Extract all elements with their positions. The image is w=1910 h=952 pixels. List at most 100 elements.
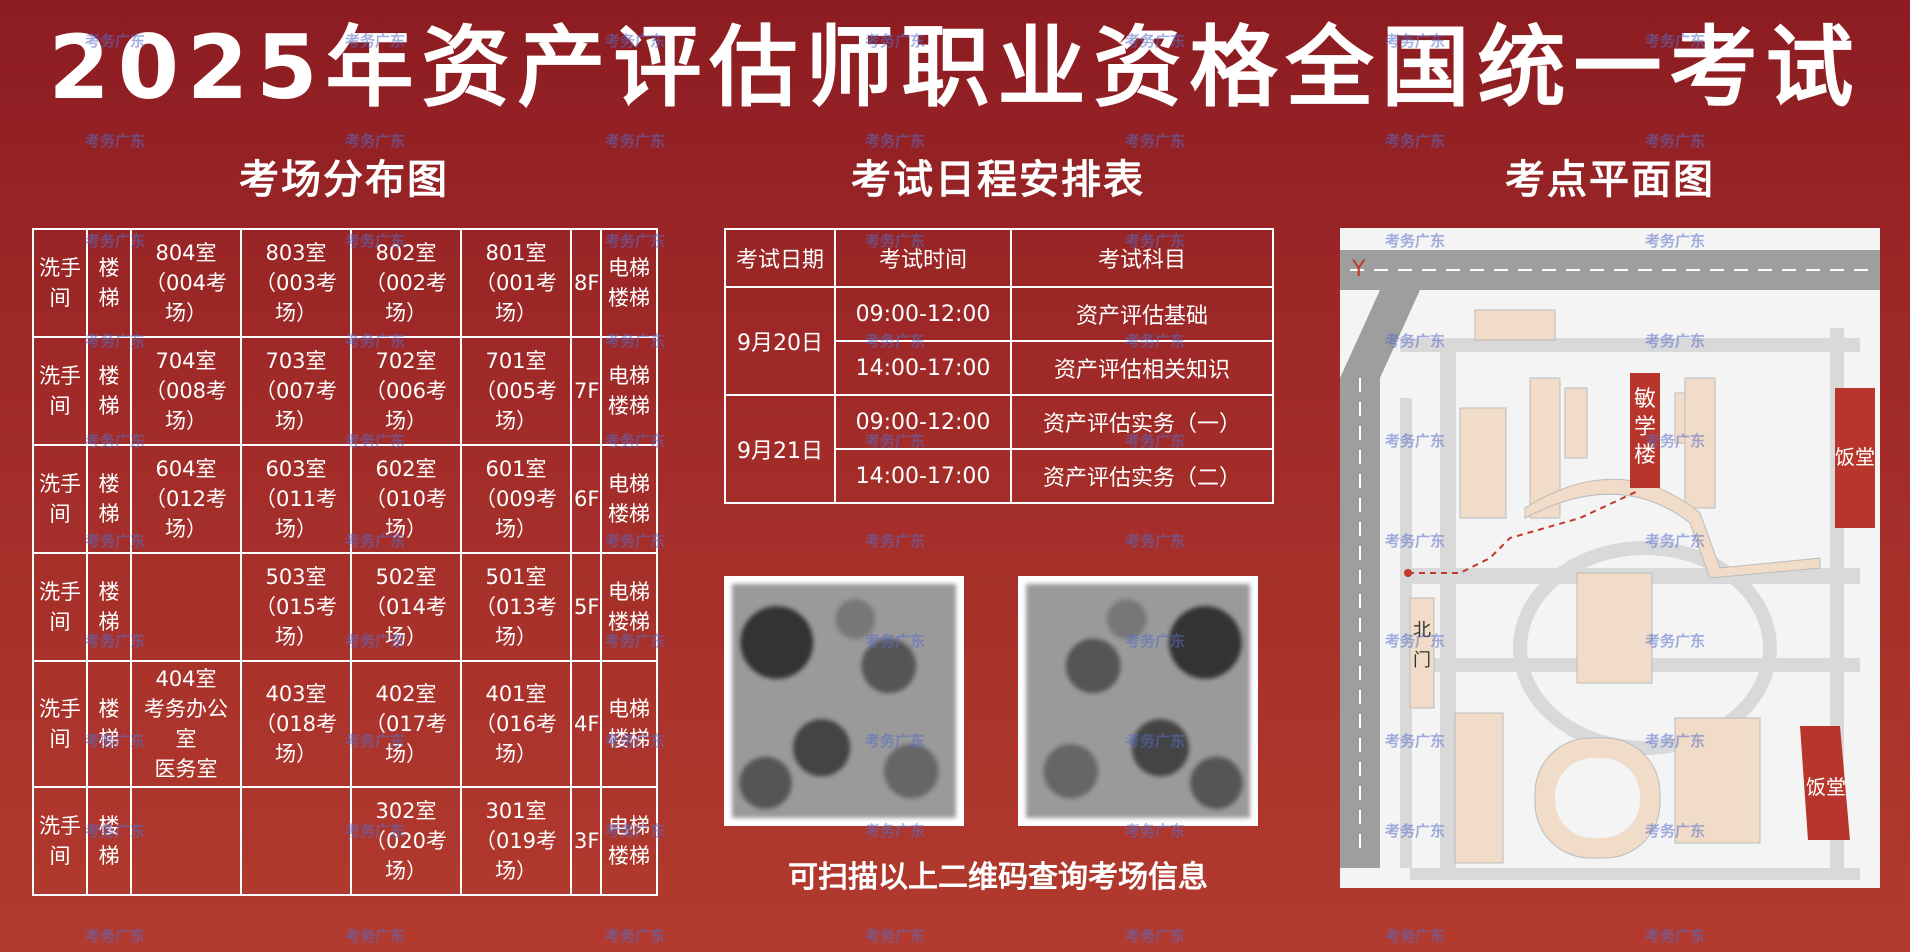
watermark: 考务广东 bbox=[345, 632, 406, 650]
watermark: 考务广东 bbox=[1645, 632, 1706, 650]
watermark: 考务广东 bbox=[85, 232, 146, 250]
watermark: 考务广东 bbox=[1125, 32, 1186, 50]
watermark: 考务广东 bbox=[1385, 132, 1446, 150]
qr-code-right[interactable] bbox=[1018, 576, 1258, 826]
room-cell: 604室 （012考场） bbox=[130, 444, 242, 554]
map-heading: 考点平面图 bbox=[1505, 157, 1715, 203]
watermark: 考务广东 bbox=[1645, 732, 1706, 750]
washroom-cell: 洗手间 bbox=[32, 786, 88, 896]
washroom-cell: 洗手间 bbox=[32, 552, 88, 662]
watermark: 考务广东 bbox=[1125, 632, 1186, 650]
room-cell: 401室 （016考场） bbox=[460, 660, 572, 788]
watermark: 考务广东 bbox=[1645, 332, 1706, 350]
schedule-time: 09:00-12:00 bbox=[834, 394, 1012, 450]
stairs-cell: 楼梯 bbox=[86, 552, 132, 662]
elevator-cell: 电梯 楼梯 bbox=[600, 552, 658, 662]
watermark: 考务广东 bbox=[605, 927, 666, 945]
watermark: 考务广东 bbox=[605, 132, 666, 150]
watermark: 考务广东 bbox=[345, 232, 406, 250]
watermark: 考务广东 bbox=[865, 132, 926, 150]
watermark: 考务广东 bbox=[345, 822, 406, 840]
watermark: 考务广东 bbox=[85, 632, 146, 650]
room-cell: 302室 （020考场） bbox=[350, 786, 462, 896]
elevator-cell: 电梯 楼梯 bbox=[600, 660, 658, 788]
watermark: 考务广东 bbox=[1645, 927, 1706, 945]
floor-label: 7F bbox=[570, 336, 602, 446]
watermark: 考务广东 bbox=[865, 32, 926, 50]
watermark: 考务广东 bbox=[865, 927, 926, 945]
room-cell: 701室 （005考场） bbox=[460, 336, 572, 446]
watermark: 考务广东 bbox=[345, 32, 406, 50]
room-cell: 403室 （018考场） bbox=[240, 660, 352, 788]
watermark: 考务广东 bbox=[1645, 132, 1706, 150]
watermark: 考务广东 bbox=[85, 532, 146, 550]
campus-map: Y 敏 学 楼 饭堂 饭堂 北 门 bbox=[1340, 228, 1880, 888]
watermark: 考务广东 bbox=[1645, 232, 1706, 250]
watermark: 考务广东 bbox=[1125, 432, 1186, 450]
watermark: 考务广东 bbox=[605, 332, 666, 350]
qr-code-left[interactable] bbox=[724, 576, 964, 826]
schedule-time: 09:00-12:00 bbox=[834, 286, 1012, 342]
room-cell: 502室 （014考场） bbox=[350, 552, 462, 662]
watermark: 考务广东 bbox=[605, 32, 666, 50]
watermark: 考务广东 bbox=[1385, 32, 1446, 50]
room-cell: 602室 （010考场） bbox=[350, 444, 462, 554]
room-cell: 503室 （015考场） bbox=[240, 552, 352, 662]
watermark: 考务广东 bbox=[345, 532, 406, 550]
qr-caption: 可扫描以上二维码查询考场信息 bbox=[788, 860, 1208, 895]
floor-label: 8F bbox=[570, 228, 602, 338]
watermark: 考务广东 bbox=[605, 532, 666, 550]
schedule-subject: 资产评估实务（二） bbox=[1010, 448, 1274, 504]
room-cell: 801室 （001考场） bbox=[460, 228, 572, 338]
washroom-cell: 洗手间 bbox=[32, 660, 88, 788]
schedule-header-time: 考试时间 bbox=[834, 228, 1012, 288]
room-cell: 501室 （013考场） bbox=[460, 552, 572, 662]
washroom-cell: 洗手间 bbox=[32, 336, 88, 446]
watermark: 考务广东 bbox=[1125, 232, 1186, 250]
watermark: 考务广东 bbox=[345, 732, 406, 750]
schedule-heading: 考试日程安排表 bbox=[851, 157, 1145, 203]
teaching-building-label-3: 楼 bbox=[1634, 443, 1656, 468]
watermark: 考务广东 bbox=[865, 822, 926, 840]
stairs-cell: 楼梯 bbox=[86, 336, 132, 446]
elevator-cell: 电梯 楼梯 bbox=[600, 336, 658, 446]
stairs-cell: 楼梯 bbox=[86, 786, 132, 896]
room-cell: 404室 考务办公室 医务室 bbox=[130, 660, 242, 788]
stairs-cell: 楼梯 bbox=[86, 228, 132, 338]
watermark: 考务广东 bbox=[345, 927, 406, 945]
watermark: 考务广东 bbox=[345, 132, 406, 150]
rooms-heading: 考场分布图 bbox=[239, 157, 449, 203]
canteen1-label: 饭堂 bbox=[1835, 445, 1875, 469]
schedule-subject: 资产评估相关知识 bbox=[1010, 340, 1274, 396]
room-cell: 704室 （008考场） bbox=[130, 336, 242, 446]
schedule-subject: 资产评估基础 bbox=[1010, 286, 1274, 342]
watermark: 考务广东 bbox=[865, 232, 926, 250]
floor-label: 6F bbox=[570, 444, 602, 554]
watermark: 考务广东 bbox=[865, 432, 926, 450]
room-cell bbox=[130, 552, 242, 662]
watermark: 考务广东 bbox=[865, 632, 926, 650]
watermark: 考务广东 bbox=[1645, 532, 1706, 550]
watermark: 考务广东 bbox=[85, 32, 146, 50]
schedule-header-subject: 考试科目 bbox=[1010, 228, 1274, 288]
watermark: 考务广东 bbox=[1385, 822, 1446, 840]
room-cell: 301室 （019考场） bbox=[460, 786, 572, 896]
watermark: 考务广东 bbox=[605, 232, 666, 250]
schedule-header-date: 考试日期 bbox=[724, 228, 836, 288]
teaching-building-label-2: 学 bbox=[1634, 415, 1656, 440]
washroom-cell: 洗手间 bbox=[32, 444, 88, 554]
watermark: 考务广东 bbox=[85, 732, 146, 750]
watermark: 考务广东 bbox=[605, 822, 666, 840]
watermark: 考务广东 bbox=[865, 532, 926, 550]
watermark: 考务广东 bbox=[1125, 132, 1186, 150]
watermark: 考务广东 bbox=[865, 332, 926, 350]
watermark: 考务广东 bbox=[1125, 732, 1186, 750]
elevator-cell: 电梯 楼梯 bbox=[600, 786, 658, 896]
floor-label: 5F bbox=[570, 552, 602, 662]
watermark: 考务广东 bbox=[85, 927, 146, 945]
watermark: 考务广东 bbox=[85, 132, 146, 150]
